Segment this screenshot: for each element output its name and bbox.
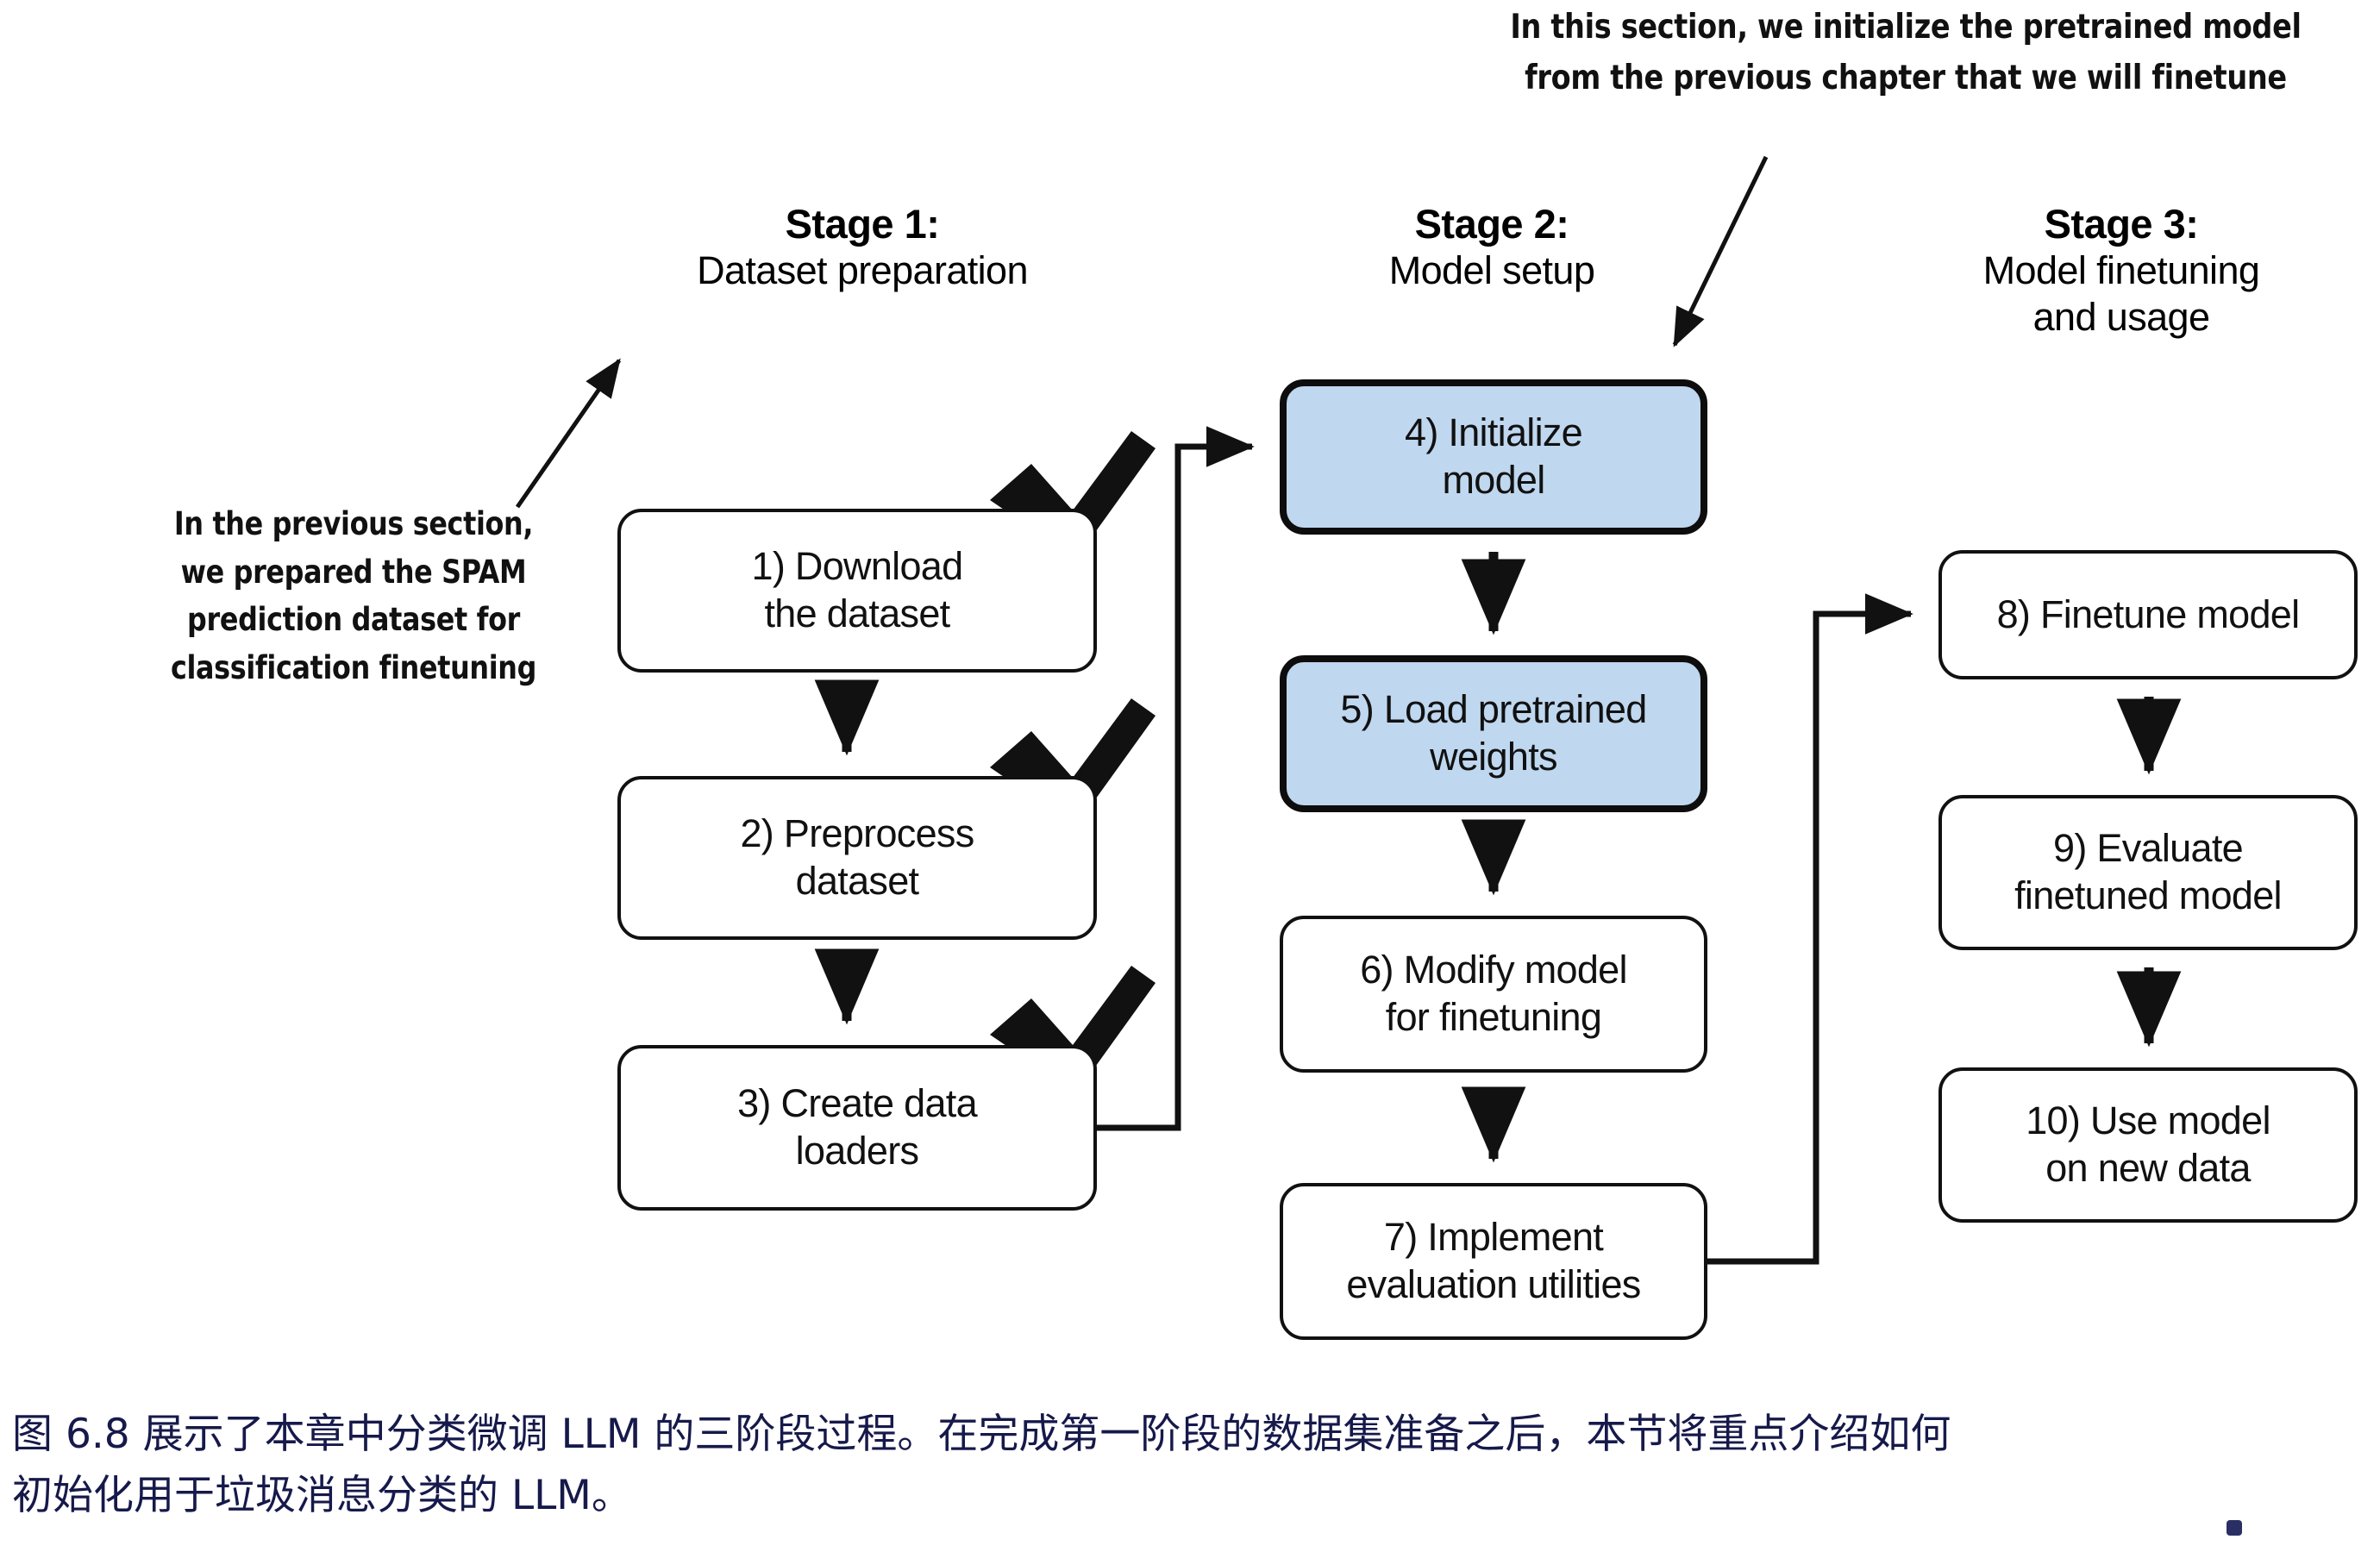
flow-step-2-line-2: dataset <box>795 859 919 903</box>
flow-step-9-line-1: 9) Evaluate <box>2053 826 2244 871</box>
flow-step-5-line-2: weights <box>1430 735 1557 779</box>
flow-step-2-line-1: 2) Preprocess <box>740 811 974 856</box>
annotation-left-line-1: In the previous section, <box>173 505 534 542</box>
flow-step-9-evaluate-finetuned-model[interactable]: 9) Evaluate finetuned model <box>1938 795 2358 950</box>
flow-step-4-line-1: 4) Initialize <box>1405 410 1583 455</box>
connector-box7-to-box8 <box>1707 593 1913 1265</box>
stage-2-title: Stage 2: <box>1414 201 1569 247</box>
flow-step-6-line-2: for finetuning <box>1385 995 1602 1039</box>
figure-caption-line-2: 初始化用于垃圾消息分类的 LLM。 <box>12 1472 632 1520</box>
flow-step-7-line-2: evaluation utilities <box>1346 1262 1641 1306</box>
annotation-left-line-3: prediction dataset for <box>187 601 520 638</box>
flow-step-2-preprocess-dataset[interactable]: 2) Preprocess dataset <box>617 776 1097 940</box>
flow-step-4-initialize-model[interactable]: 4) Initialize model <box>1280 379 1707 535</box>
figure-caption-line-1: 图 6.8 展示了本章中分类微调 LLM 的三阶段过程。在完成第一阶段的数据集准… <box>12 1411 1951 1458</box>
connector-box3-to-box4 <box>1097 426 1255 1131</box>
stage-heading-1: Stage 1: Dataset preparation <box>552 200 1173 294</box>
annotation-arrow-left <box>515 358 622 509</box>
flow-step-5-line-1: 5) Load pretrained <box>1340 687 1647 732</box>
flow-step-7-implement-evaluation-utilities[interactable]: 7) Implement evaluation utilities <box>1280 1183 1707 1340</box>
flow-step-1-line-2: the dataset <box>764 591 951 635</box>
flow-step-10-line-1: 10) Use model <box>2026 1098 2270 1143</box>
annotation-top-note: In this section, we initialize the pretr… <box>1498 2 2314 104</box>
flow-step-1-line-1: 1) Download <box>751 544 964 589</box>
flow-step-3-line-1: 3) Create data <box>737 1081 978 1126</box>
annotation-left-line-4: classification finetuning <box>170 648 537 686</box>
text-cursor-marker <box>2227 1520 2242 1536</box>
flow-step-1-download-dataset[interactable]: 1) Download the dataset <box>617 509 1097 673</box>
flow-step-9-line-2: finetuned model <box>2014 873 2282 917</box>
flow-step-4-line-2: model <box>1442 458 1545 502</box>
flow-step-3-create-data-loaders[interactable]: 3) Create data loaders <box>617 1045 1097 1211</box>
flow-step-8-finetune-model[interactable]: 8) Finetune model <box>1938 550 2358 679</box>
flow-step-5-load-pretrained-weights[interactable]: 5) Load pretrained weights <box>1280 655 1707 812</box>
stage-2-subtitle-line-1: Model setup <box>1388 248 1595 293</box>
flow-step-8-line-1: 8) Finetune model <box>1996 591 2301 636</box>
stage-3-subtitle-line-2: and usage <box>2032 295 2210 340</box>
annotation-top-line-1: In this section, we initialize the pretr… <box>1510 8 2302 47</box>
flow-step-10-line-2: on new data <box>2045 1146 2251 1190</box>
stage-heading-3: Stage 3: Model finetuning and usage <box>1863 200 2380 341</box>
flow-step-6-modify-model-for-finetuning[interactable]: 6) Modify model for finetuning <box>1280 916 1707 1073</box>
flow-step-10-use-model-on-new-data[interactable]: 10) Use model on new data <box>1938 1067 2358 1223</box>
annotation-top-line-2: from the previous chapter that we will f… <box>1525 59 2287 98</box>
stage-1-title: Stage 1: <box>785 201 940 247</box>
stage-heading-2: Stage 2: Model setup <box>1242 200 1742 294</box>
stage-1-subtitle-line-1: Dataset preparation <box>697 248 1028 293</box>
annotation-left-line-2: we prepared the SPAM <box>180 553 527 591</box>
stage-3-subtitle-line-1: Model finetuning <box>1982 248 2260 293</box>
flow-step-3-line-2: loaders <box>795 1129 919 1173</box>
flow-step-7-line-1: 7) Implement <box>1383 1215 1604 1260</box>
flow-step-6-line-1: 6) Modify model <box>1360 948 1627 992</box>
stage-3-title: Stage 3: <box>2044 201 2199 247</box>
annotation-left-note: In the previous section, we prepared the… <box>131 500 576 692</box>
figure-caption: 图 6.8 展示了本章中分类微调 LLM 的三阶段过程。在完成第一阶段的数据集准… <box>12 1404 2340 1527</box>
